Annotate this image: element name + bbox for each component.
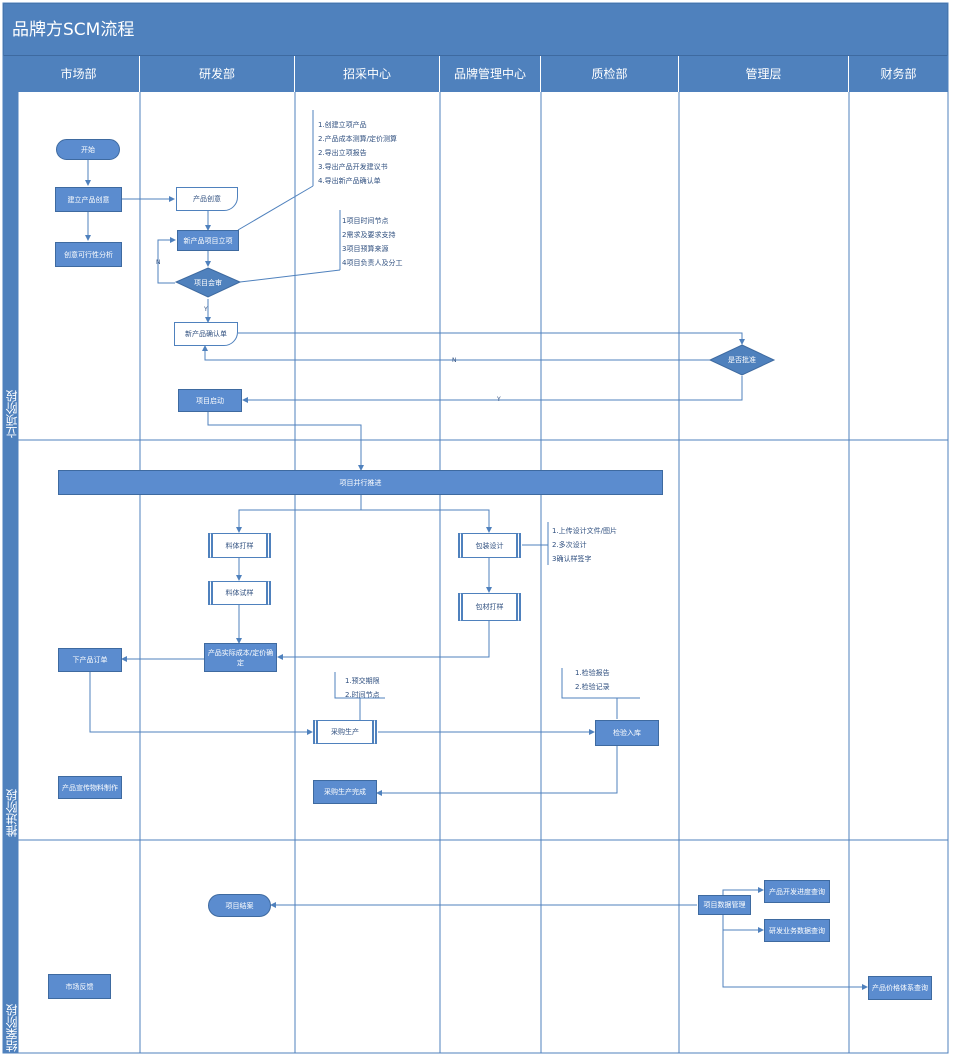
node-material-test[interactable]: 料体试样 xyxy=(208,581,271,605)
note-line: 2.产品成本测算/定价测算 xyxy=(318,135,398,143)
note-line: 4项目负责人及分工 xyxy=(342,259,403,267)
label-no-loop: N xyxy=(156,259,161,266)
node-production-done[interactable]: 采购生产完成 xyxy=(313,780,377,804)
node-confirm-form[interactable]: 新产品确认单 xyxy=(174,322,238,346)
lane-header-management: 管理层 xyxy=(679,56,849,92)
note-review-items: 1项目时间节点 2需求及要求支持 3项目预算来源 4项目负责人及分工 xyxy=(342,214,402,270)
note-line: 4.导出新产品确认单 xyxy=(318,177,381,185)
node-dev-progress-query[interactable]: 产品开发进度查询 xyxy=(764,880,830,903)
note-packaging-design: 1.上传设计文件/图片 2.多次设计 3确认样签字 xyxy=(552,524,617,566)
node-product-idea-doc[interactable]: 产品创意 xyxy=(176,187,238,211)
label-no-approve: N xyxy=(452,357,457,364)
node-project-data-mgmt[interactable]: 项目数据管理 xyxy=(698,895,751,915)
node-market-feedback[interactable]: 市场反馈 xyxy=(48,974,111,999)
note-line: 1.检验报告 xyxy=(575,669,610,677)
node-project-closing[interactable]: 项目结案 xyxy=(208,894,271,917)
node-start[interactable]: 开始 xyxy=(56,139,120,160)
phase-column xyxy=(3,92,18,1053)
note-line: 3.导出产品开发建议书 xyxy=(318,163,388,171)
node-parallel-progress[interactable]: 项目并行推进 xyxy=(58,470,663,495)
note-line: 3确认样签字 xyxy=(552,555,592,563)
note-line: 1.预交期限 xyxy=(345,677,380,685)
decision-project-review: 项目会审 xyxy=(194,278,222,287)
node-project-start[interactable]: 项目启动 xyxy=(178,389,242,412)
label-yes-approve: Y xyxy=(497,396,501,403)
node-cost-pricing[interactable]: 产品实际成本/定价确定 xyxy=(204,643,277,672)
lane-header-brand: 品牌管理中心 xyxy=(440,56,541,92)
note-line: 2.多次设计 xyxy=(552,541,587,549)
note-project-docs: 1.创建立项产品 2.产品成本测算/定价测算 2.导出立项报告 3.导出产品开发… xyxy=(318,118,397,188)
lane-header-qc: 质检部 xyxy=(541,56,679,92)
lane-header-procurement: 招采中心 xyxy=(295,56,440,92)
note-inspection: 1.检验报告 2.检验记录 xyxy=(575,666,610,694)
lane-header-finance: 财务部 xyxy=(849,56,948,92)
note-line: 2.时间节点 xyxy=(345,691,380,699)
node-dev-business-query[interactable]: 研发业务数据查询 xyxy=(764,919,830,942)
lane-header-market: 市场部 xyxy=(18,56,140,92)
node-purchase-production[interactable]: 采购生产 xyxy=(313,720,377,744)
note-line: 2.检验记录 xyxy=(575,683,610,691)
note-purchase: 1.预交期限 2.时间节点 xyxy=(345,674,380,702)
note-line: 1.创建立项产品 xyxy=(318,121,367,129)
node-packaging-design[interactable]: 包装设计 xyxy=(458,533,521,558)
note-line: 2.导出立项报告 xyxy=(318,149,367,157)
label-yes-review: Y xyxy=(204,306,208,313)
header-corner xyxy=(3,56,18,92)
node-place-order[interactable]: 下产品订单 xyxy=(58,648,122,672)
page-title: 品牌方SCM流程 xyxy=(3,3,948,56)
decision-approve: 是否批准 xyxy=(728,355,756,364)
note-line: 1项目时间节点 xyxy=(342,217,389,225)
note-line: 2需求及要求支持 xyxy=(342,231,396,239)
note-line: 3项目预算来源 xyxy=(342,245,389,253)
node-price-system-query[interactable]: 产品价格体系查询 xyxy=(868,976,932,1000)
node-material-sample[interactable]: 料体打样 xyxy=(208,533,271,558)
node-packaging-sample[interactable]: 包材打样 xyxy=(458,593,521,621)
node-new-product-project[interactable]: 新产品项目立项 xyxy=(177,230,239,251)
node-inspection-storage[interactable]: 检验入库 xyxy=(595,720,659,746)
node-feasibility[interactable]: 创意可行性分析 xyxy=(55,242,122,267)
node-promo-materials[interactable]: 产品宣传物料制作 xyxy=(58,776,122,799)
node-create-idea[interactable]: 建立产品创意 xyxy=(55,187,122,212)
note-line: 1.上传设计文件/图片 xyxy=(552,527,618,535)
lane-header-rd: 研发部 xyxy=(140,56,295,92)
